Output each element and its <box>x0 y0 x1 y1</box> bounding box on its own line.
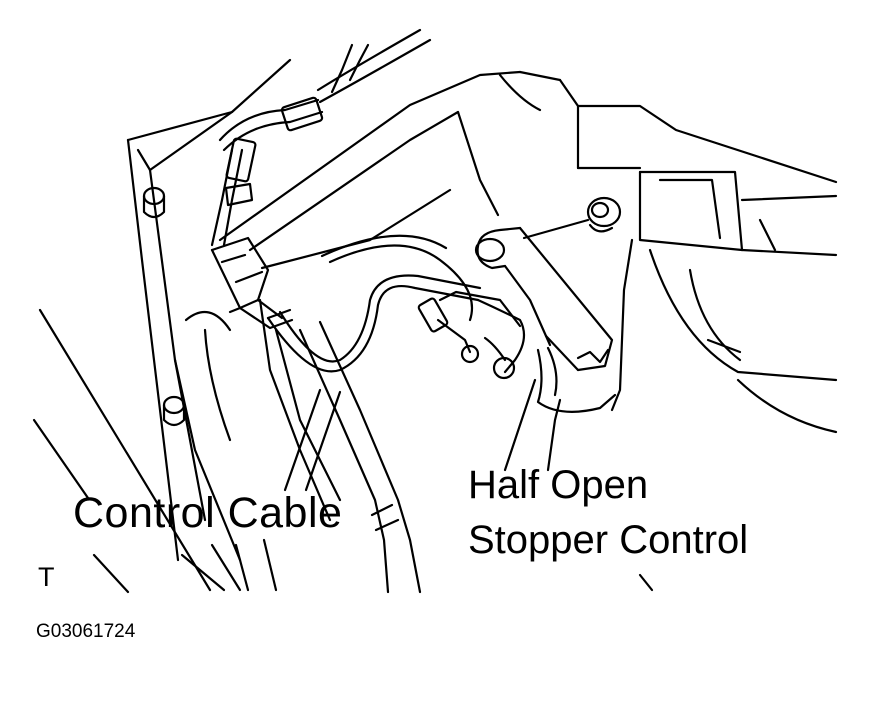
wire-harness <box>210 28 432 247</box>
right-housing <box>558 78 838 257</box>
cable-connector <box>210 236 294 330</box>
leader-lines <box>283 378 654 592</box>
stopper-control-label: Stopper Control <box>468 518 749 562</box>
mounting-boss-upper <box>142 186 166 219</box>
duct-beam <box>218 70 562 270</box>
retainer-clip <box>522 196 622 240</box>
half-open-label: Half Open <box>468 463 649 507</box>
blower-curve <box>320 234 474 322</box>
cable-end-fittings <box>417 290 526 380</box>
figure-code-label: G03061724 <box>36 621 136 642</box>
corner-mark-label: T <box>38 562 55 592</box>
lower-tube <box>298 320 422 594</box>
frame-lines <box>32 298 342 594</box>
control-cable-label: Control Cable <box>73 489 343 537</box>
right-lower-housing <box>610 238 838 434</box>
control-cable <box>266 274 482 373</box>
stopper-control-arm <box>474 226 617 413</box>
mounting-boss-lower <box>162 395 186 427</box>
left-housing-panel <box>126 58 292 562</box>
